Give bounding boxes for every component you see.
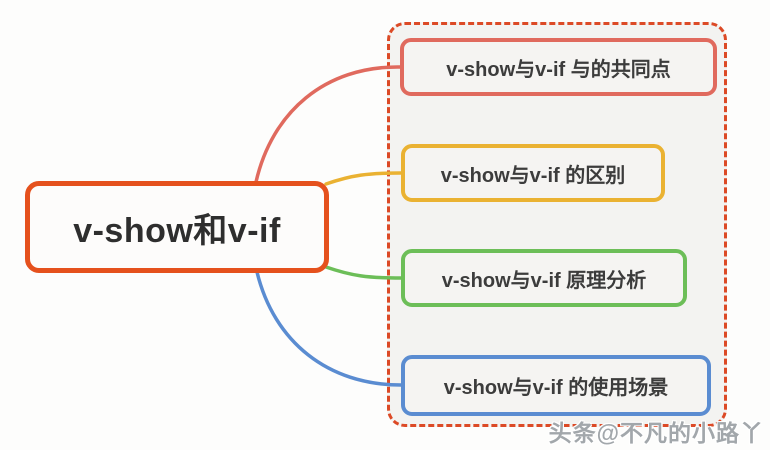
- root-node-label: v-show和v-if: [73, 211, 281, 250]
- branch-node-differences[interactable]: v-show与v-if 的区别: [401, 144, 665, 202]
- branch-node-common-points[interactable]: v-show与v-if 与的共同点: [400, 38, 717, 96]
- branch-node-label: v-show与v-if 与的共同点: [446, 58, 671, 81]
- connector-use-cases: [255, 270, 403, 387]
- branch-node-label: v-show与v-if 的使用场景: [443, 377, 669, 399]
- connector-common-points: [254, 65, 402, 184]
- branch-node-principle[interactable]: v-show与v-if 原理分析: [401, 249, 687, 307]
- root-node[interactable]: v-show和v-if: [25, 181, 329, 273]
- watermark-text: 头条@不凡的小路丫: [548, 420, 764, 446]
- branch-node-label: v-show与v-if 原理分析: [441, 269, 647, 292]
- branch-node-use-cases[interactable]: v-show与v-if 的使用场景: [401, 355, 711, 416]
- branch-node-label: v-show与v-if 的区别: [440, 164, 626, 187]
